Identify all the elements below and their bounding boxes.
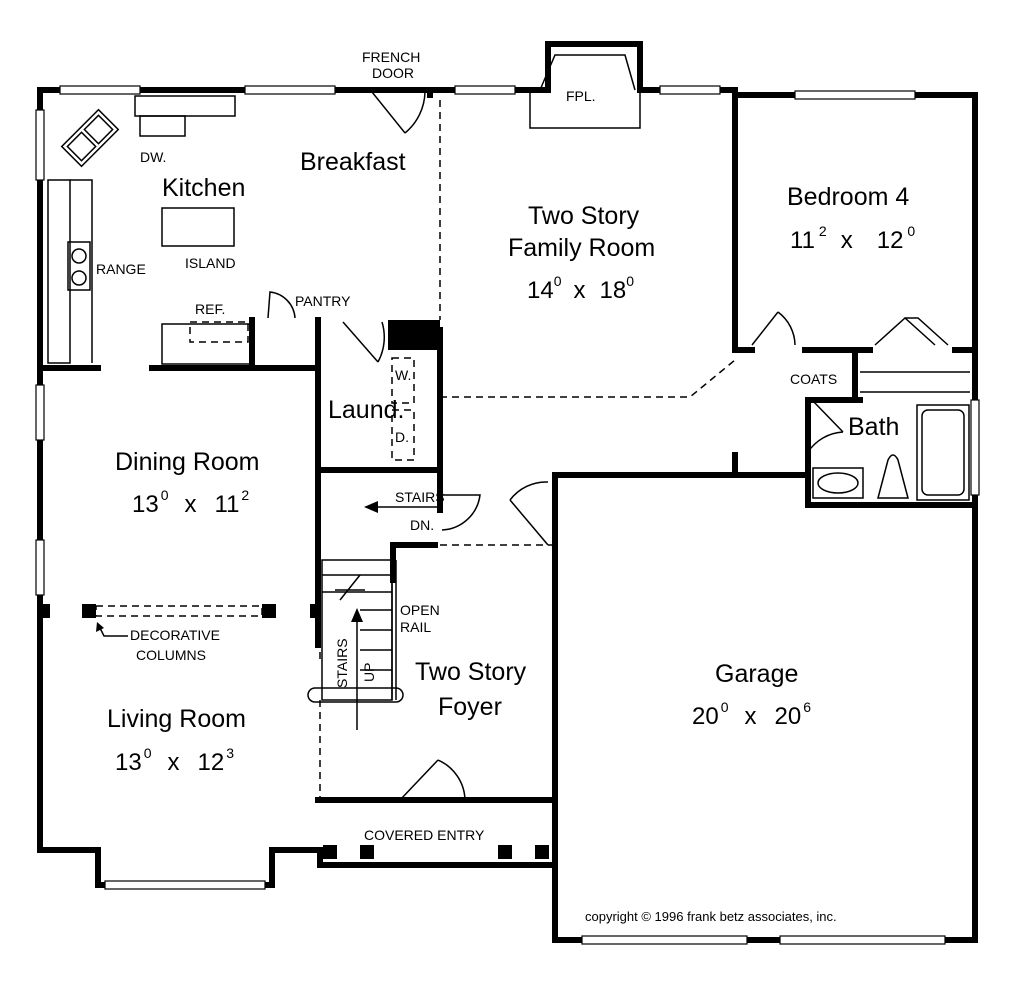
open-rail-label-2: RAIL [400, 619, 431, 635]
refrigerator-label: REF. [195, 301, 225, 317]
kitchen-fixtures [47, 95, 251, 365]
doors [267, 91, 949, 801]
up-label: UP [361, 663, 377, 682]
covered-entry-label: COVERED ENTRY [364, 827, 485, 843]
decorative-columns [40, 604, 320, 637]
windows [35, 85, 980, 945]
pantry-label: PANTRY [295, 293, 351, 309]
garage-label: Garage [715, 660, 798, 688]
bath-fixtures [812, 371, 970, 501]
range-label: RANGE [96, 261, 146, 277]
island-label: ISLAND [185, 255, 236, 271]
stairs-down-label: STAIRS [395, 489, 445, 505]
open-boundaries [319, 100, 736, 800]
open-rail-label-1: OPEN [400, 602, 440, 618]
foyer-label-2: Foyer [438, 693, 502, 721]
family-room-label-1: Two Story [528, 202, 640, 230]
decorative-columns-label-1: DECORATIVE [130, 627, 220, 643]
washer-label: W. [395, 367, 411, 383]
french-door-label-1: FRENCH [362, 49, 420, 65]
laundry-fixtures [391, 357, 415, 461]
kitchen-label: Kitchen [162, 174, 245, 202]
family-room-label-2: Family Room [508, 234, 655, 262]
dishwasher-label: DW. [140, 149, 166, 165]
fireplace-label: FPL. [566, 88, 596, 104]
stairs [307, 501, 440, 730]
coats-label: COATS [790, 371, 837, 387]
dining-room-label: Dining Room [115, 448, 260, 476]
fireplace [529, 54, 641, 129]
dryer-label: D. [395, 429, 409, 445]
stairs-up-label: STAIRS [334, 638, 350, 688]
laundry-label: Laund. [328, 396, 404, 424]
breakfast-label: Breakfast [300, 148, 406, 176]
foyer-label-1: Two Story [415, 658, 527, 686]
bedroom-4-label: Bedroom 4 [787, 183, 909, 211]
french-door-label-2: DOOR [372, 65, 414, 81]
down-label: DN. [410, 517, 434, 533]
copyright-text: copyright © 1996 frank betz associates, … [585, 909, 837, 924]
entry-columns [323, 845, 549, 859]
decorative-columns-label-2: COLUMNS [136, 647, 206, 663]
living-room-label: Living Room [107, 705, 246, 733]
bath-label: Bath [848, 413, 899, 441]
